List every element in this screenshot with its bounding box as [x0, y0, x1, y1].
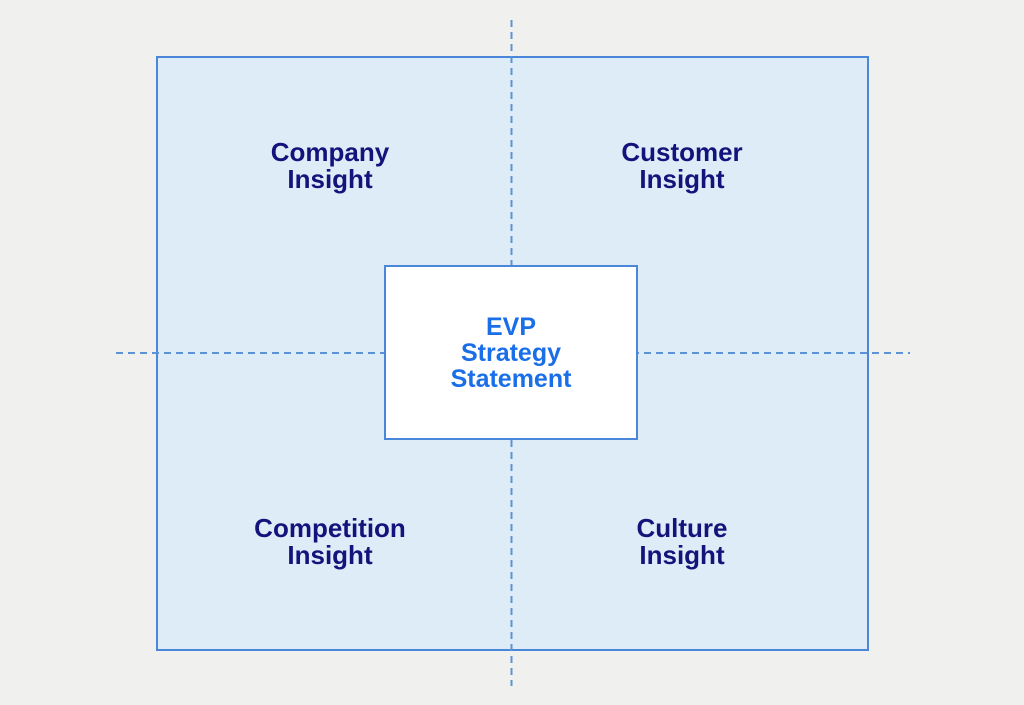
quadrant-label-company-insight: Company Insight [270, 137, 390, 194]
quadrant-label-culture-insight: Culture Insight [636, 513, 728, 570]
quadrant-label-customer-insight: Customer Insight [621, 137, 743, 194]
evp-statement-box: EVP Strategy Statement [384, 265, 638, 440]
evp-statement-label: EVP Strategy Statement [450, 312, 572, 393]
quadrant-label-competition-insight: Competition Insight [254, 513, 406, 570]
